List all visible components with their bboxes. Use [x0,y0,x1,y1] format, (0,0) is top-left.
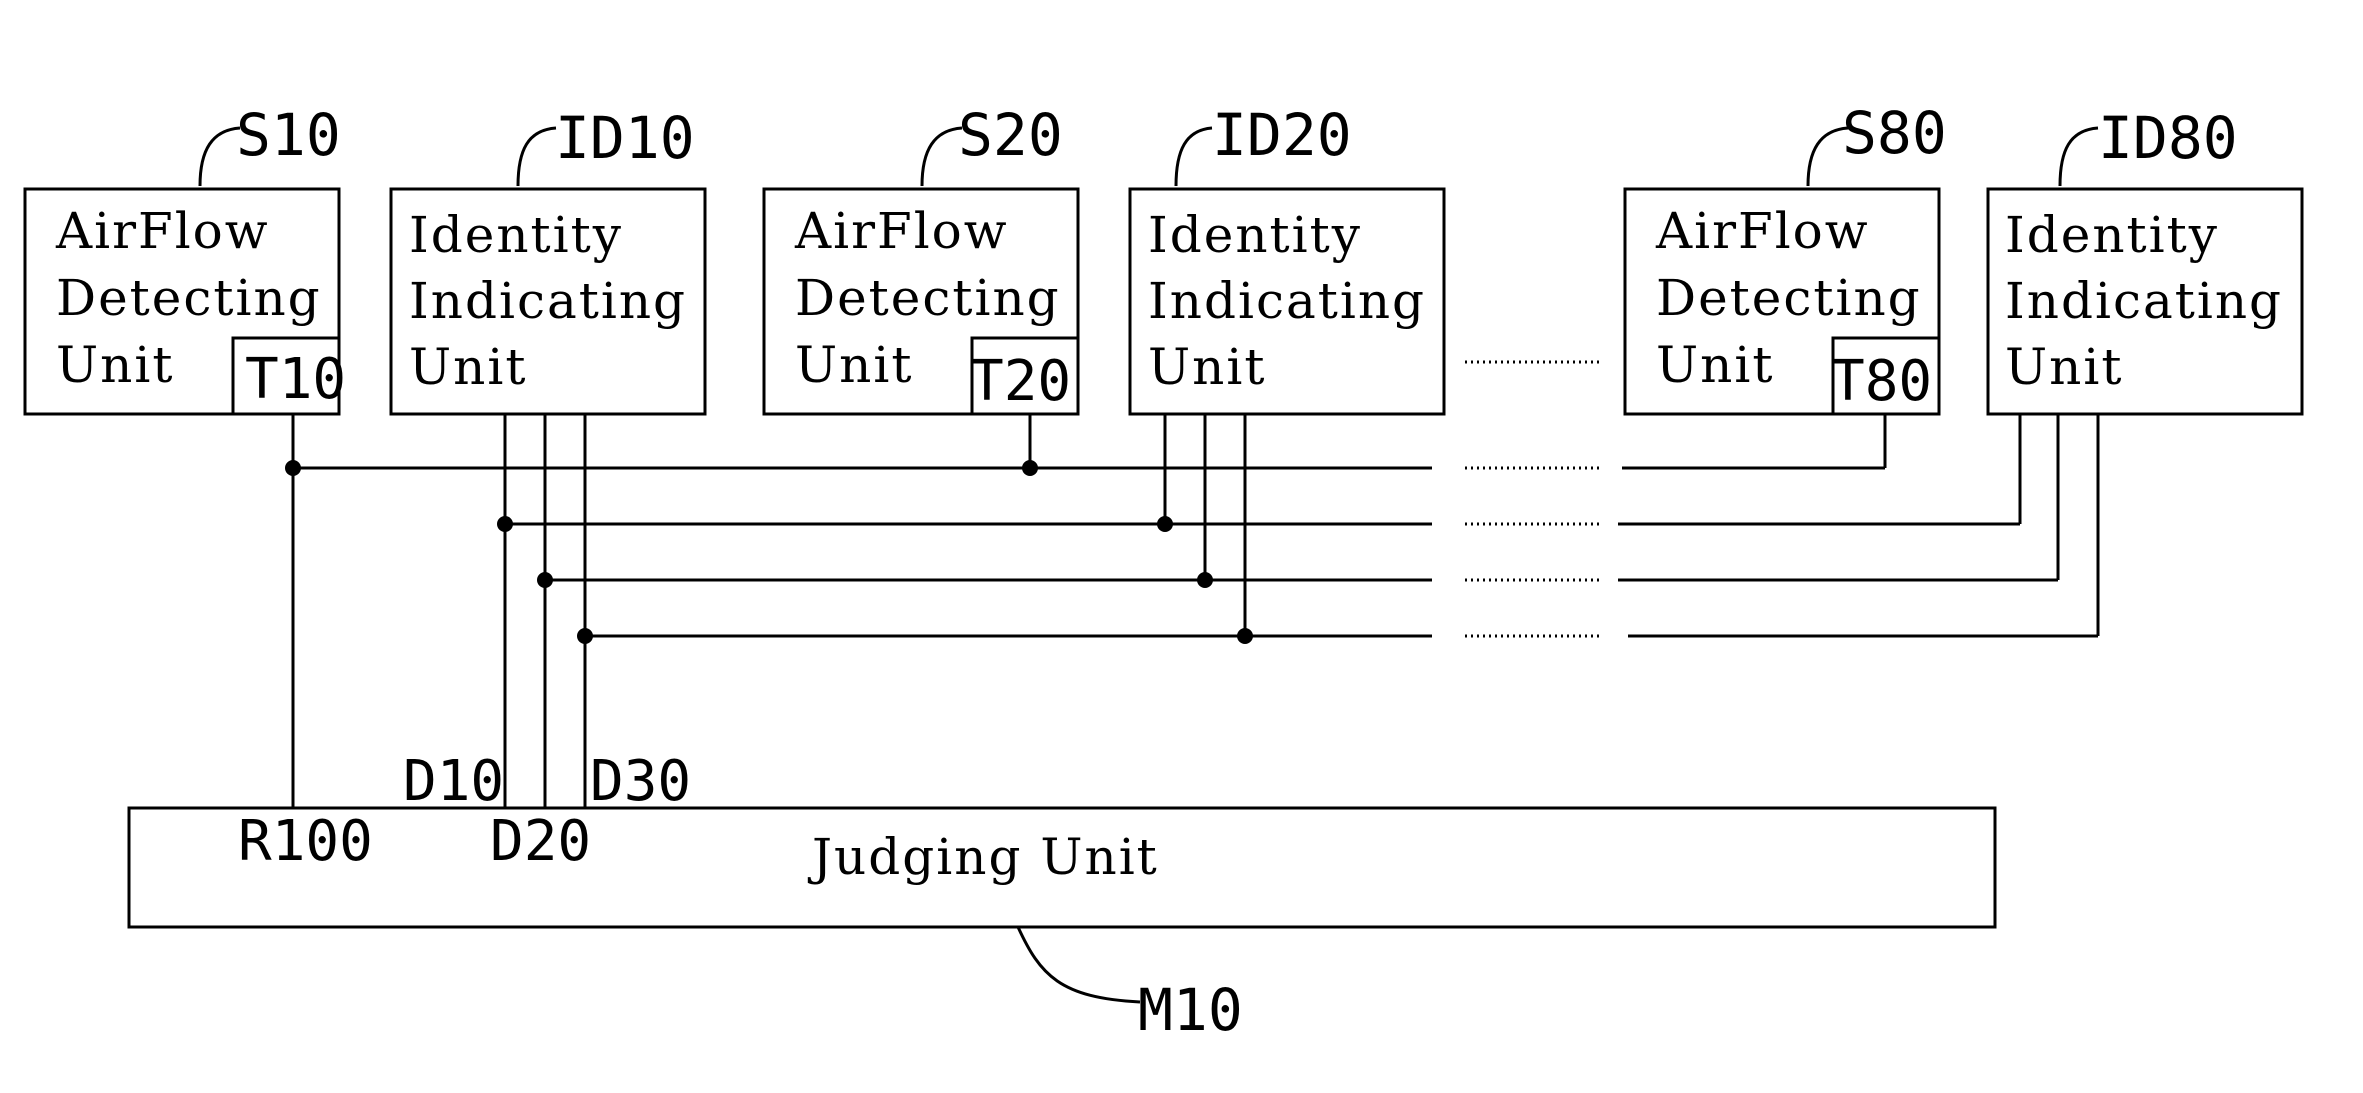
junction-id10-d20 [537,572,553,588]
id10-line-3: Unit [409,338,527,396]
junction-t10 [285,460,301,476]
junction-id20-bus4 [1237,628,1253,644]
id80-line-1: Identity [2005,206,2219,264]
id10-line-2: Indicating [409,272,687,330]
ref-label-id80: ID80 [2098,104,2238,172]
junction-id10-d10 [497,516,513,532]
id20-line-2: Indicating [1148,272,1426,330]
junction-id10-d30 [577,628,593,644]
id10-line-1: Identity [409,206,623,264]
id20-line-3: Unit [1148,338,1266,396]
s80-line-1: AirFlow [1655,202,1870,260]
s10-line-2: Detecting [56,269,322,327]
leader-id20 [1176,128,1212,186]
ref-label-id20: ID20 [1212,101,1352,169]
junction-t20 [1022,460,1038,476]
s20-port-label: T20 [970,349,1071,414]
s20-line-1: AirFlow [794,202,1009,260]
leader-m10 [1018,927,1140,1002]
junction-id20-bus2 [1157,516,1173,532]
port-label-r100: R100 [238,809,373,874]
leader-id80 [2060,128,2098,186]
id20-line-1: Identity [1148,206,1362,264]
id80-line-2: Indicating [2005,272,2283,330]
s80-line-2: Detecting [1656,269,1922,327]
s10-line-1: AirFlow [55,202,270,260]
ref-label-m10: M10 [1138,976,1243,1044]
port-label-d10: D10 [403,749,504,814]
id80-line-3: Unit [2005,338,2123,396]
s80-line-3: Unit [1656,336,1774,394]
s20-line-3: Unit [795,336,913,394]
ref-label-id10: ID10 [555,104,695,172]
judging-unit-label: Judging Unit [807,828,1159,886]
ref-label-s20: S20 [958,101,1063,169]
s80-port-label: T80 [1831,349,1932,414]
leader-s20 [922,128,962,186]
port-label-d30: D30 [590,749,691,814]
ref-label-s80: S80 [1842,99,1947,167]
leader-id10 [518,128,556,186]
leader-s10 [200,128,240,186]
s20-line-2: Detecting [795,269,1061,327]
s10-line-3: Unit [56,336,174,394]
junction-id20-bus3 [1197,572,1213,588]
ref-label-s10: S10 [236,101,341,169]
s10-port-label: T10 [245,347,346,412]
port-label-d20: D20 [490,809,591,874]
